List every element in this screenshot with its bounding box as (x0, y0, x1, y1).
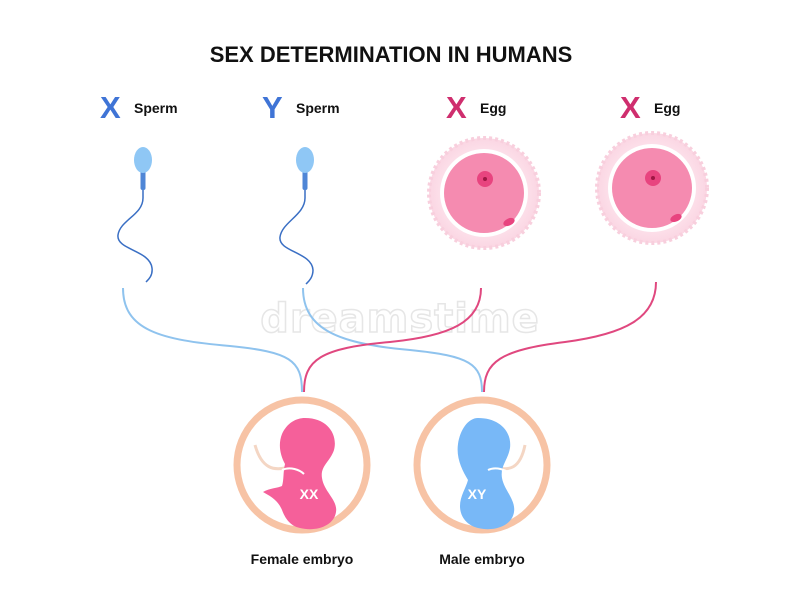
chromosome-letter-x-egg-2: X (620, 90, 641, 125)
chromosome-letter-x-sperm: X (100, 90, 121, 125)
sperm-head (296, 147, 314, 173)
sperm-cell-y (279, 147, 314, 285)
egg-body (444, 153, 524, 233)
egg-nucleolus (483, 177, 487, 181)
sperm-label-1: Sperm (134, 100, 178, 116)
cell-label-y-sperm: Y Sperm (262, 90, 340, 125)
egg-cell-1 (427, 136, 541, 250)
egg-cell-2 (595, 131, 709, 245)
polar-body (503, 217, 515, 227)
egg-body (612, 148, 692, 228)
line-x-sperm-to-female (122, 287, 303, 393)
line-egg2-to-male (483, 281, 657, 393)
female-embryo-label: Female embryo (251, 551, 354, 567)
cell-label-x-egg-1: X Egg (446, 90, 506, 125)
line-y-sperm-to-male (302, 287, 483, 393)
embryo-limb (281, 467, 305, 475)
female-embryo: XX (233, 396, 371, 534)
female-chromosomes: XX (300, 486, 319, 502)
chromosome-letter-y-sperm: Y (262, 90, 283, 125)
sperm-cell-x (117, 147, 153, 283)
sperm-tail (117, 182, 153, 283)
sperm-head (134, 147, 152, 173)
cell-label-x-sperm: X Sperm (100, 90, 178, 125)
polar-body (670, 213, 682, 223)
egg-label-1: Egg (480, 100, 506, 116)
diagram-title: SEX DETERMINATION IN HUMANS (210, 42, 573, 67)
sperm-midpiece (302, 170, 308, 190)
egg-label-2: Egg (654, 100, 680, 116)
embryo-leg (507, 486, 529, 493)
male-embryo-label: Male embryo (439, 551, 525, 567)
chromosome-letter-x-egg-1: X (446, 90, 467, 125)
watermark: dreamstime (260, 296, 540, 342)
sperm-label-2: Sperm (296, 100, 340, 116)
line-egg1-to-female (303, 287, 482, 393)
cell-label-x-egg-2: X Egg (620, 90, 680, 125)
egg-nucleolus (651, 176, 655, 180)
embryo-body (263, 418, 337, 530)
male-embryo: XY (413, 396, 551, 534)
connection-lines (122, 281, 657, 393)
male-chromosomes: XY (468, 486, 487, 502)
embryo-body (457, 418, 515, 530)
sperm-tail (279, 182, 314, 285)
sperm-midpiece (140, 170, 146, 190)
embryo-limb (487, 467, 511, 475)
